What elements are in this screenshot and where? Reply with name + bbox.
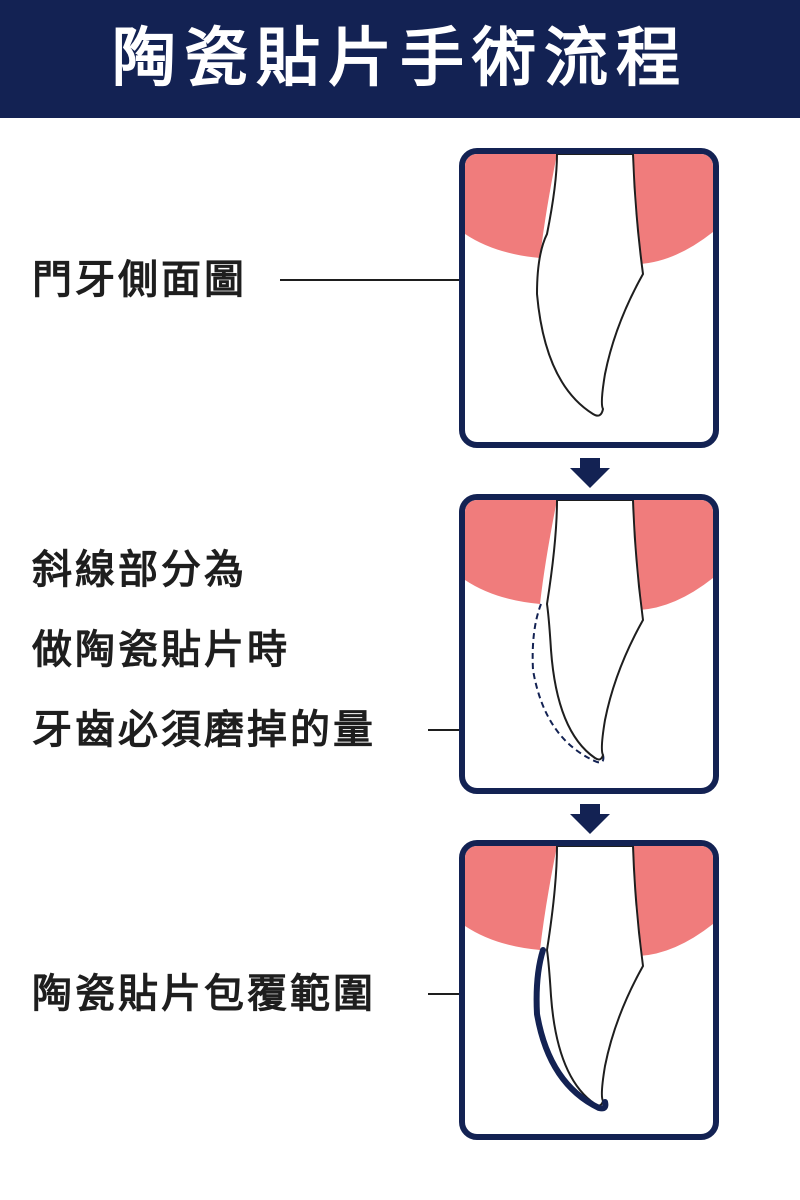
step1-leader-line xyxy=(280,279,462,281)
down-arrow-icon xyxy=(570,458,610,488)
tooth-side-view-illustration xyxy=(465,154,713,417)
reduction-dashed-outline xyxy=(531,603,605,764)
veneer-layer xyxy=(533,947,609,1112)
gum-right xyxy=(633,500,713,610)
down-arrow-icon xyxy=(570,804,610,834)
gum-left xyxy=(465,846,557,950)
tooth xyxy=(545,846,645,1107)
gum-right xyxy=(633,846,713,956)
step2-label-line3: 牙齒必須磨掉的量 xyxy=(32,707,376,753)
step2-label-line2: 做陶瓷貼片時 xyxy=(32,627,290,673)
page-title: 陶瓷貼片手術流程 xyxy=(112,22,688,96)
title-banner: 陶瓷貼片手術流程 xyxy=(0,0,800,118)
gum-left xyxy=(465,500,557,604)
step2-label-line1: 斜線部分為 xyxy=(32,547,247,593)
tooth xyxy=(535,154,645,417)
gum-right xyxy=(633,154,713,264)
step3-label: 陶瓷貼片包覆範圍 xyxy=(32,971,376,1017)
veneer-coverage-illustration xyxy=(465,846,713,1112)
tooth xyxy=(545,500,645,761)
step3-tooth-panel xyxy=(459,840,719,1140)
step1-label: 門牙側面圖 xyxy=(32,257,247,303)
step1-tooth-panel xyxy=(459,148,719,448)
step2-tooth-panel xyxy=(459,494,719,794)
tooth-reduction-illustration xyxy=(465,500,713,764)
gum-left xyxy=(465,154,557,258)
